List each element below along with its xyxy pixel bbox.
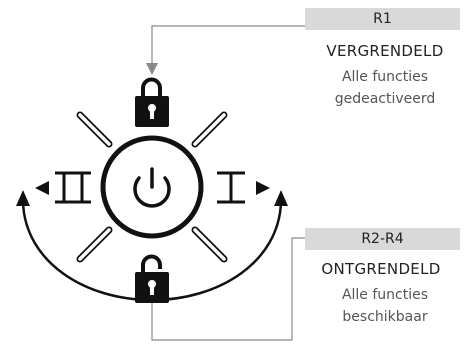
r2-connector — [151, 237, 305, 341]
arrow-to-one — [256, 181, 270, 195]
diagonal-slot-bottom-right — [191, 226, 228, 263]
r2-description-line1: Alle functies — [341, 287, 429, 303]
position-one-symbol — [217, 171, 245, 204]
position-two-symbol — [55, 171, 91, 204]
diagonal-slot-bottom-left — [76, 226, 113, 263]
diagonal-slot-top-left — [76, 111, 113, 148]
arrow-to-two — [35, 181, 49, 195]
r1-tag: R1 — [305, 8, 460, 30]
r2-tag: R2-R4 — [305, 228, 460, 250]
lock-closed-icon — [135, 77, 169, 127]
r1-description-line2: gedeactiveerd — [334, 91, 436, 107]
r1-description-line1: Alle functies — [341, 69, 429, 85]
rotation-arc — [16, 190, 288, 302]
diagonal-slot-top-right — [191, 111, 228, 148]
dial-ring — [100, 135, 204, 239]
r1-connector — [146, 25, 305, 75]
r2-description-line2: beschikbaar — [342, 309, 428, 325]
r2-state: ONTGRENDELD — [321, 260, 441, 278]
lock-open-icon — [135, 254, 169, 303]
r1-state: VERGRENDELD — [326, 42, 444, 60]
power-icon — [133, 167, 171, 208]
